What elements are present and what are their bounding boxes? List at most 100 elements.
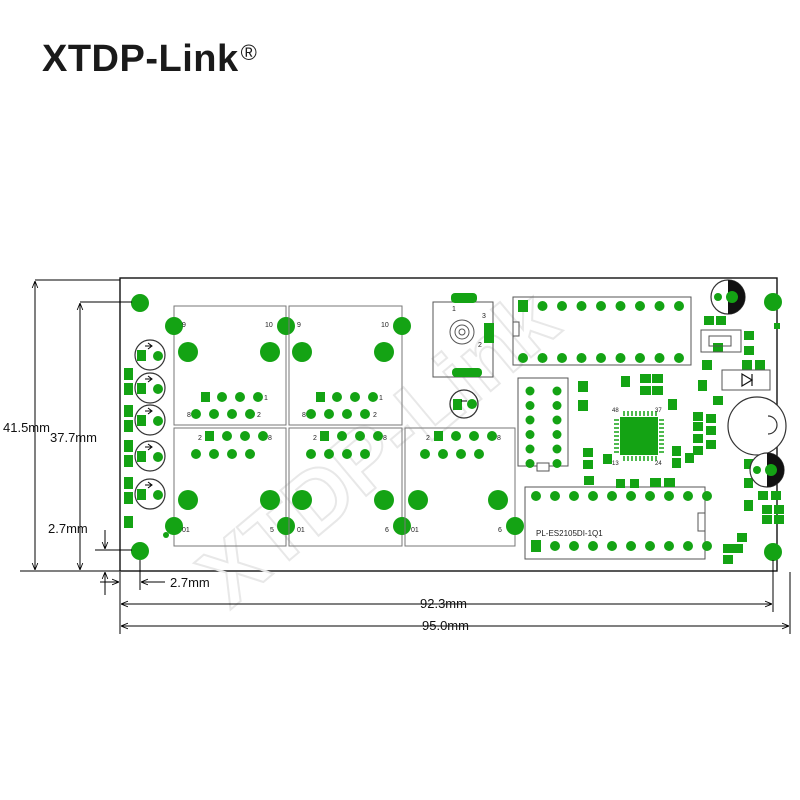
header-pin [525,415,535,425]
led [134,478,166,510]
smd-pad [650,478,661,487]
smd-pad [737,533,747,542]
led-polarity-mark [145,481,153,489]
smd-pad [578,381,588,392]
buzzer [727,396,787,456]
smd-pad [668,399,677,410]
smd-pad [723,544,733,553]
led-pad [153,416,163,426]
smd-pad [742,360,752,370]
dip-pin [588,491,598,501]
qfn-pin-label: 24 [655,461,662,467]
header-pin [552,386,562,396]
header-pin [635,353,645,363]
rj45-pins-bottom-2 [306,431,383,459]
pin-label: 8 [187,412,191,419]
header-pin [557,301,567,311]
qfn-pin-label: 48 [612,408,619,414]
led-pad [153,384,163,394]
dip-pin [645,491,655,501]
pin-label: 8 [302,412,306,419]
pin-label: 8 [268,435,272,442]
smd-pad [621,376,630,387]
smd-pad [706,426,716,435]
resistor-pad [124,455,133,467]
led-polarity-mark [145,443,153,451]
pin-label: 8 [497,435,501,442]
smd-pad [774,323,780,329]
header-pin [525,401,535,410]
pin-label: 9 [182,322,186,329]
led [134,372,166,404]
pin-label: 2 [313,435,317,442]
header-pin [635,301,645,311]
smd-pad [693,446,703,455]
rj45-port-bottom-2: 2 8 01 6 [288,427,411,547]
smd-pad [640,386,651,395]
header-pin [552,444,562,454]
dip-pin [531,540,541,552]
smd-pad [774,505,784,514]
dip-pin [702,491,712,501]
rj45-pins-top-2 [306,392,378,419]
pin-label: 6 [498,527,502,534]
led-pad [137,415,146,426]
rj45-pins-bottom-3 [420,431,497,459]
dip-pin [626,541,636,551]
pin-label: 5 [270,527,274,534]
smd-pad [744,459,753,469]
resistor-pad [124,368,133,380]
header-pin [654,353,665,363]
dip-pin [645,541,655,551]
rj45-port-top-1: 9 10 8 2 1 [165,305,295,426]
smd-pad [693,412,703,421]
dip-pin [683,541,693,551]
dc-pin-label: 2 [478,342,482,349]
smd-pad [762,505,772,514]
pin-label: 01 [182,527,190,534]
smd-pad [603,454,612,464]
header-pin [525,459,535,468]
header-pin [525,386,535,396]
brand-name: XTDP-Link [42,38,239,80]
header-pin [537,301,548,311]
rj45-pins-bottom-1 [191,431,268,459]
led-pad [153,490,163,500]
header-pin [525,444,535,454]
header-pin [576,301,587,311]
brand-logo: XTDP-Link® [42,38,258,81]
mount-hole-bottom-right [764,543,782,561]
header-pin [552,401,562,410]
smd-pad [616,479,625,488]
led-polarity-mark [145,407,153,415]
smd-pad [771,491,781,500]
header-pin [537,353,548,363]
registered-mark: ® [240,40,258,65]
smd-pad [583,448,593,457]
resistor-pad [124,516,133,528]
qfn-pin-label: 13 [612,461,619,467]
dimension-lines [20,279,791,634]
smd-pad [774,515,784,524]
led-pad [153,351,163,361]
resistor-pad [124,477,133,489]
dip-pin [531,491,541,501]
qfn-pin-label: 37 [655,408,662,414]
header-pin [518,353,528,363]
dc-pin-label: 1 [452,306,456,313]
mount-hole-top-right [764,293,782,311]
dip-pin [550,491,560,501]
pin-label: 9 [297,322,301,329]
capacitor-top-right [710,279,746,315]
resistor-pad [124,420,133,432]
smd-pad [693,422,703,431]
resistor-pad [124,405,133,417]
header-pin [576,353,587,363]
smd-pad [744,346,754,355]
smd-pad [578,400,588,411]
pin-label: 2 [257,412,261,419]
smd-pad [630,479,639,488]
rj45-port-top-2: 9 10 8 2 1 [288,305,411,426]
header-pin [518,300,528,312]
